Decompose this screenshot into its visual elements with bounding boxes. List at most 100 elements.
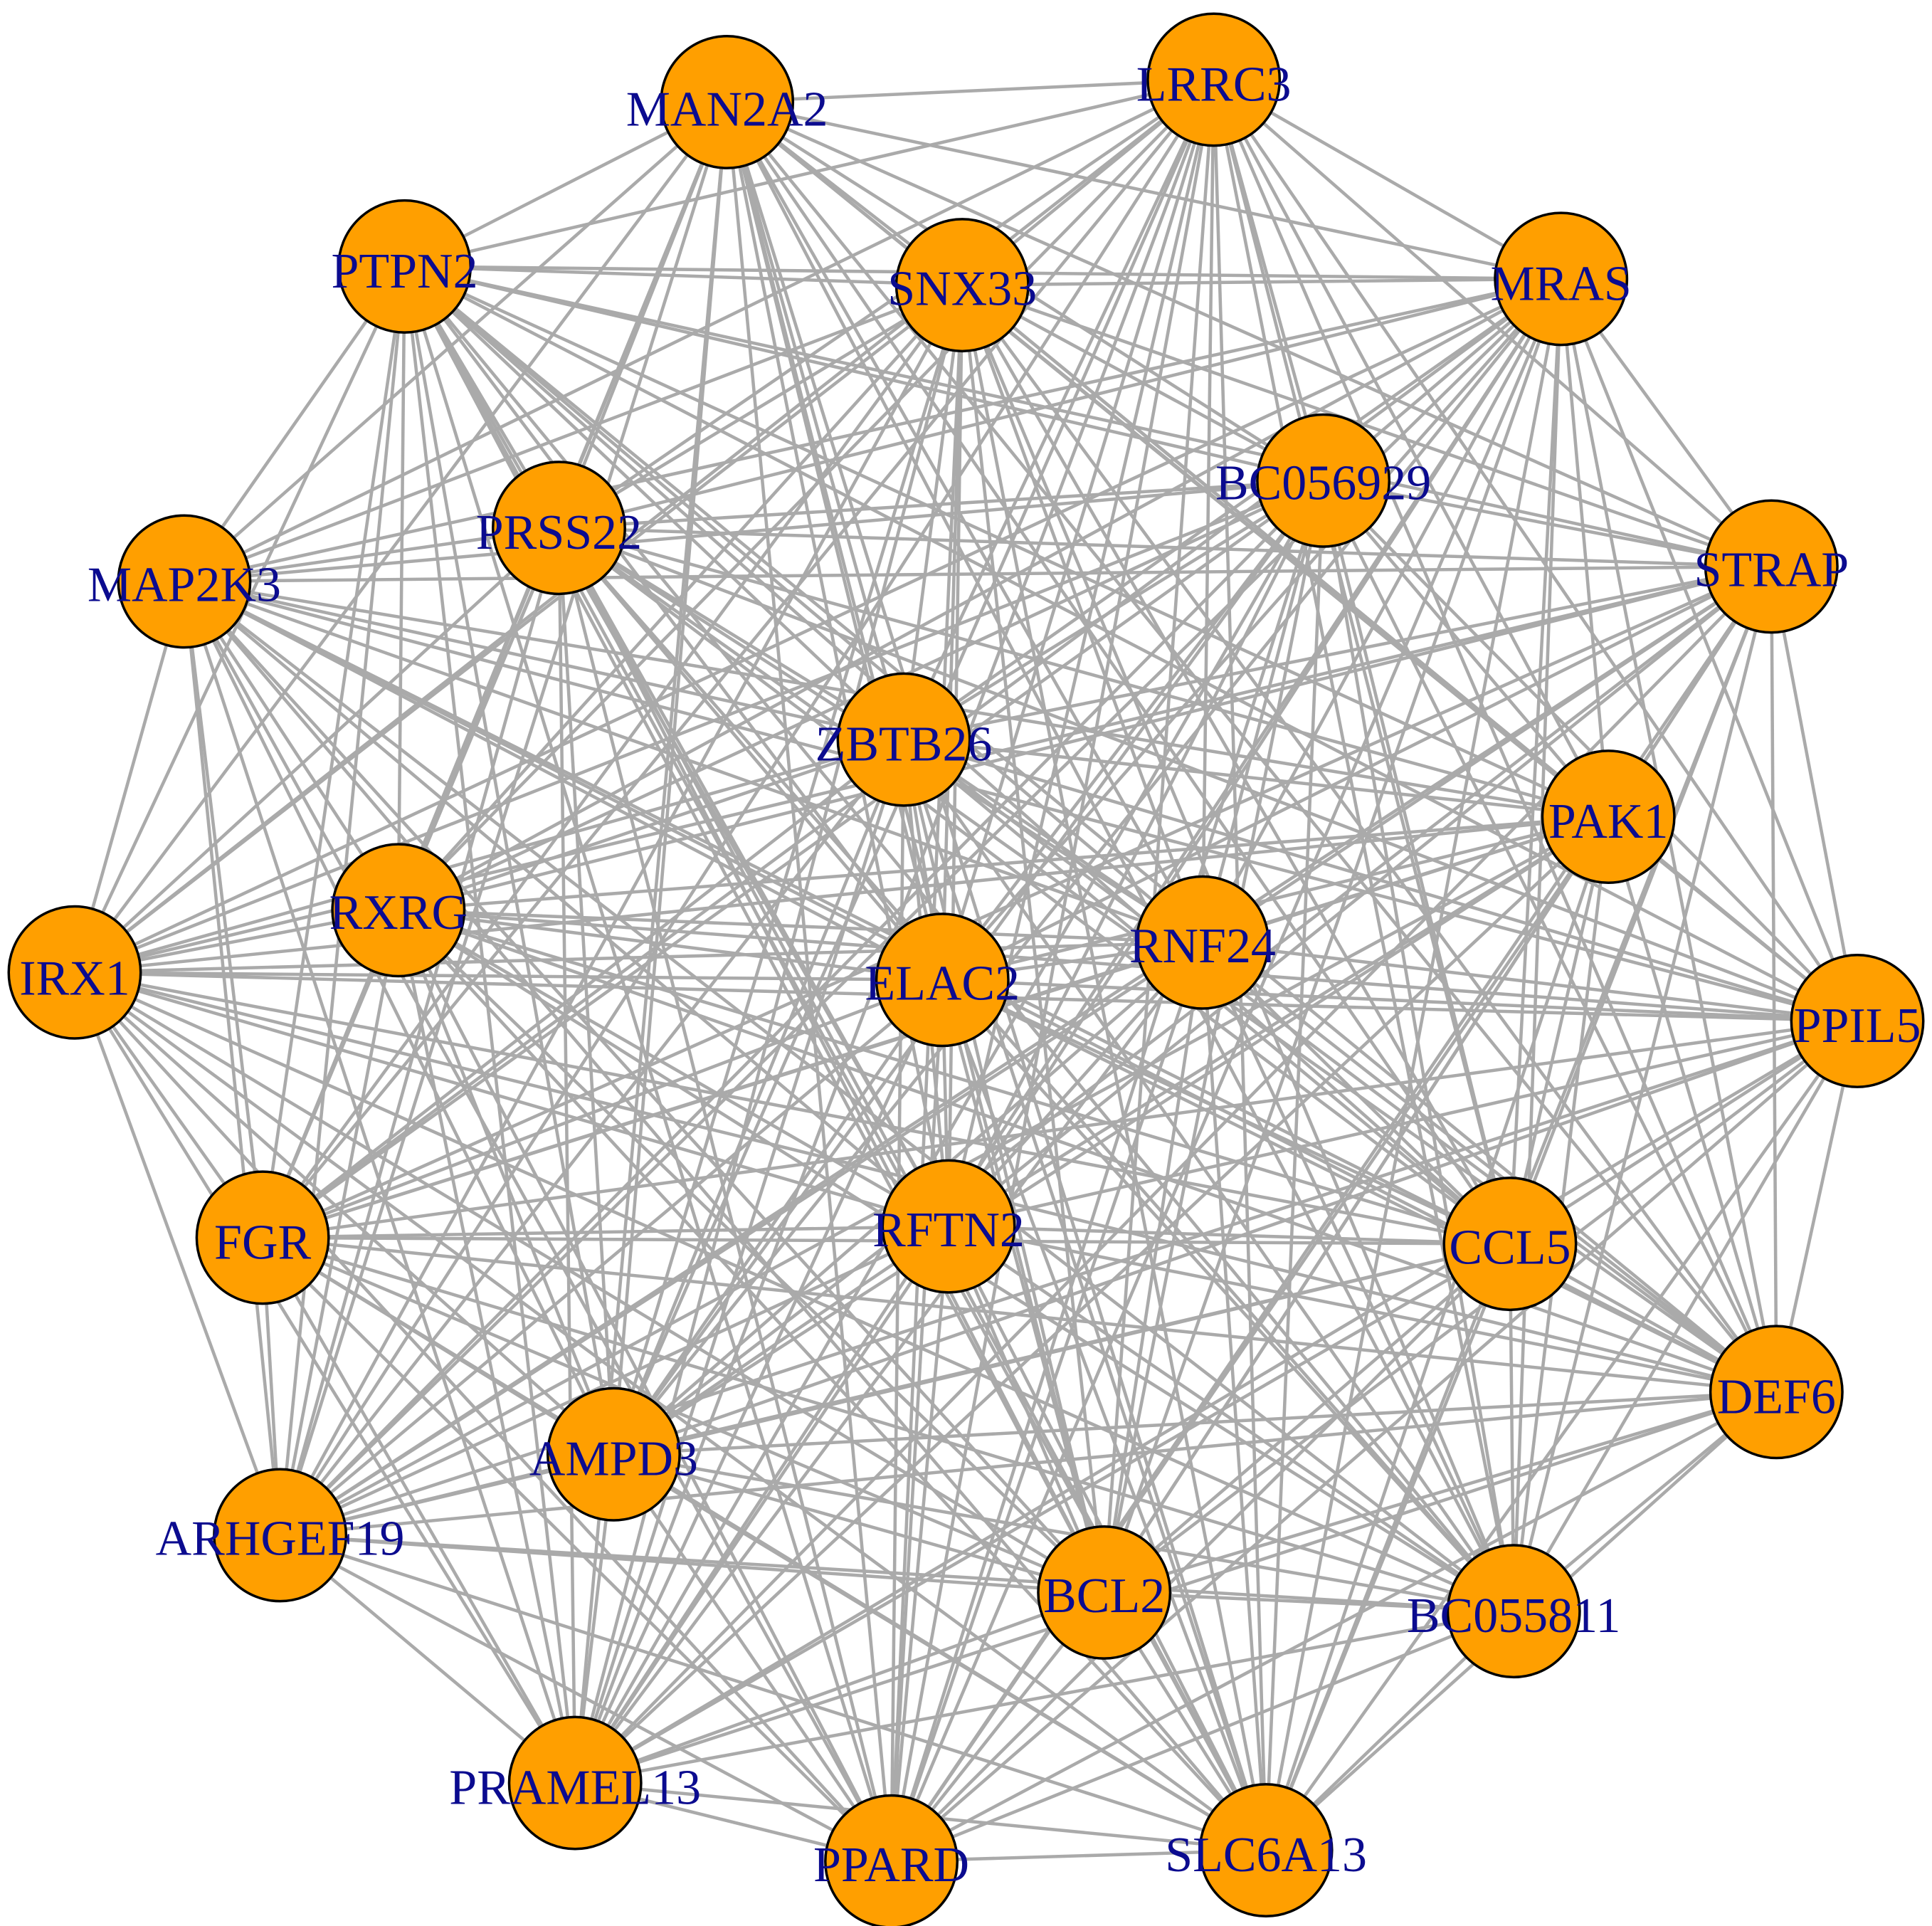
edge-ppil5-arhgef19	[279, 1019, 1858, 1537]
edge-bc056929-zbtb26	[902, 479, 1324, 742]
node-circle[interactable]	[331, 843, 466, 978]
node-arhgef19[interactable]: ARHGEF19	[156, 1468, 405, 1603]
edge-lrrc3-elac2	[941, 79, 1215, 981]
edge-mras-ppard	[890, 278, 1563, 1863]
edge-rftn2-ampd3	[613, 1225, 950, 1456]
node-circle[interactable]	[1442, 1177, 1578, 1312]
edge-rxrg-def6	[398, 908, 1778, 1394]
node-label: BC055811	[1407, 1589, 1621, 1643]
node-map2k3[interactable]: MAP2K3	[88, 514, 281, 649]
edge-strap-rxrg	[398, 564, 1772, 912]
node-circle[interactable]	[894, 218, 1030, 353]
node-circle[interactable]	[836, 672, 971, 807]
edge-elac2-bcl2	[941, 979, 1106, 1594]
edge-pak1-slc6a13	[1264, 816, 1610, 1851]
node-pak1[interactable]: PAK1	[1541, 749, 1676, 885]
edge-map2k3-irx1	[73, 581, 186, 973]
edge-rftn2-bc055811	[947, 1225, 1515, 1613]
edge-rnf24-fgr	[262, 941, 1203, 1240]
edge-man2a2-zbtb26	[725, 101, 906, 740]
edge-lrrc3-strap	[1213, 78, 1773, 568]
node-ampd3[interactable]: AMPD3	[529, 1386, 698, 1522]
node-circle[interactable]	[660, 34, 795, 169]
edge-bc056929-bcl2	[1102, 480, 1325, 1593]
node-circle[interactable]	[1709, 1325, 1844, 1460]
node-mras[interactable]: MRAS	[1491, 211, 1632, 347]
node-circle[interactable]	[1704, 499, 1839, 634]
edge-zbtb26-ppil5	[903, 737, 1858, 1023]
node-circle[interactable]	[1146, 12, 1282, 147]
edge-zbtb26-arhgef19	[278, 738, 905, 1537]
node-circle[interactable]	[1256, 413, 1391, 548]
edge-snx33-slc6a13	[961, 285, 1268, 1851]
node-label: SLC6A13	[1165, 1828, 1367, 1883]
edge-zbtb26-ampd3	[612, 739, 906, 1456]
node-label: PPIL5	[1794, 999, 1921, 1053]
edge-lrrc3-ppil5	[1212, 78, 1859, 1022]
node-circle[interactable]	[1541, 749, 1676, 885]
node-pramel13[interactable]: PRAMEL13	[449, 1715, 701, 1851]
node-fgr[interactable]: FGR	[195, 1170, 330, 1305]
node-label: PTPN2	[331, 244, 477, 299]
edge-bc056929-map2k3	[184, 478, 1324, 584]
node-rftn2[interactable]: RFTN2	[872, 1159, 1025, 1294]
node-circle[interactable]	[1135, 875, 1270, 1010]
node-circle[interactable]	[875, 912, 1010, 1048]
edge-prss22-pramel13	[557, 527, 577, 1784]
node-label: IRX1	[19, 951, 130, 1006]
node-circle[interactable]	[546, 1386, 681, 1522]
node-slc6a13[interactable]: SLC6A13	[1165, 1783, 1367, 1918]
node-strap[interactable]: STRAP	[1694, 499, 1849, 634]
edge-zbtb26-bc055811	[902, 738, 1516, 1612]
node-circle[interactable]	[1037, 1525, 1172, 1660]
node-irx1[interactable]: IRX1	[7, 905, 142, 1040]
node-circle[interactable]	[491, 461, 626, 596]
node-def6[interactable]: DEF6	[1709, 1325, 1844, 1460]
node-man2a2[interactable]: MAN2A2	[626, 34, 828, 169]
node-ccl5[interactable]: CCL5	[1442, 1177, 1578, 1312]
node-bc055811[interactable]: BC055811	[1407, 1544, 1621, 1679]
node-circle[interactable]	[881, 1159, 1016, 1294]
node-zbtb26[interactable]: ZBTB26	[815, 672, 993, 807]
node-circle[interactable]	[1198, 1783, 1334, 1918]
node-circle[interactable]	[117, 514, 252, 649]
node-circle[interactable]	[1494, 211, 1629, 347]
node-ptpn2[interactable]: PTPN2	[331, 199, 478, 334]
node-circle[interactable]	[7, 905, 142, 1040]
node-circle[interactable]	[1790, 954, 1925, 1088]
node-rnf24[interactable]: RNF24	[1129, 875, 1276, 1010]
node-prss22[interactable]: PRSS22	[476, 461, 642, 596]
edge-map2k3-ampd3	[182, 580, 616, 1456]
node-circle[interactable]	[337, 199, 473, 334]
node-bcl2[interactable]: BCL2	[1037, 1525, 1172, 1660]
node-label: PAK1	[1548, 794, 1669, 849]
edge-ppil5-bc055811	[1512, 1020, 1859, 1612]
edge-bc056929-rnf24	[1200, 480, 1325, 943]
edge-prss22-arhgef19	[278, 527, 561, 1536]
edge-elac2-ampd3	[612, 979, 944, 1456]
node-circle[interactable]	[507, 1715, 643, 1851]
edge-man2a2-map2k3	[183, 100, 729, 583]
node-snx33[interactable]: SNX33	[887, 218, 1037, 353]
node-circle[interactable]	[213, 1468, 348, 1603]
node-circle[interactable]	[195, 1170, 330, 1305]
node-circle[interactable]	[824, 1794, 959, 1926]
node-circle[interactable]	[1446, 1544, 1581, 1679]
edge-man2a2-strap	[726, 100, 1773, 569]
edge-fgr-bcl2	[262, 1236, 1105, 1594]
node-rxrg[interactable]: RXRG	[329, 843, 468, 978]
edge-arhgef19-bc055811	[280, 1533, 1514, 1613]
edge-pak1-pramel13	[574, 815, 1610, 1784]
edge-fgr-bc055811	[262, 1236, 1514, 1613]
edge-lrrc3-ccl5	[1212, 79, 1512, 1245]
node-bc056929[interactable]: BC056929	[1215, 413, 1431, 548]
edge-rnf24-bc055811	[1200, 942, 1516, 1612]
edge-bcl2-bc055811	[1104, 1591, 1514, 1613]
node-lrrc3[interactable]: LRRC3	[1136, 12, 1292, 147]
edge-zbtb26-rxrg	[398, 737, 904, 912]
edge-rxrg-pramel13	[396, 910, 577, 1784]
node-label: PPARD	[813, 1838, 969, 1893]
node-elac2[interactable]: ELAC2	[865, 912, 1020, 1048]
node-ppil5[interactable]: PPIL5	[1790, 954, 1925, 1088]
node-ppard[interactable]: PPARD	[813, 1794, 969, 1926]
